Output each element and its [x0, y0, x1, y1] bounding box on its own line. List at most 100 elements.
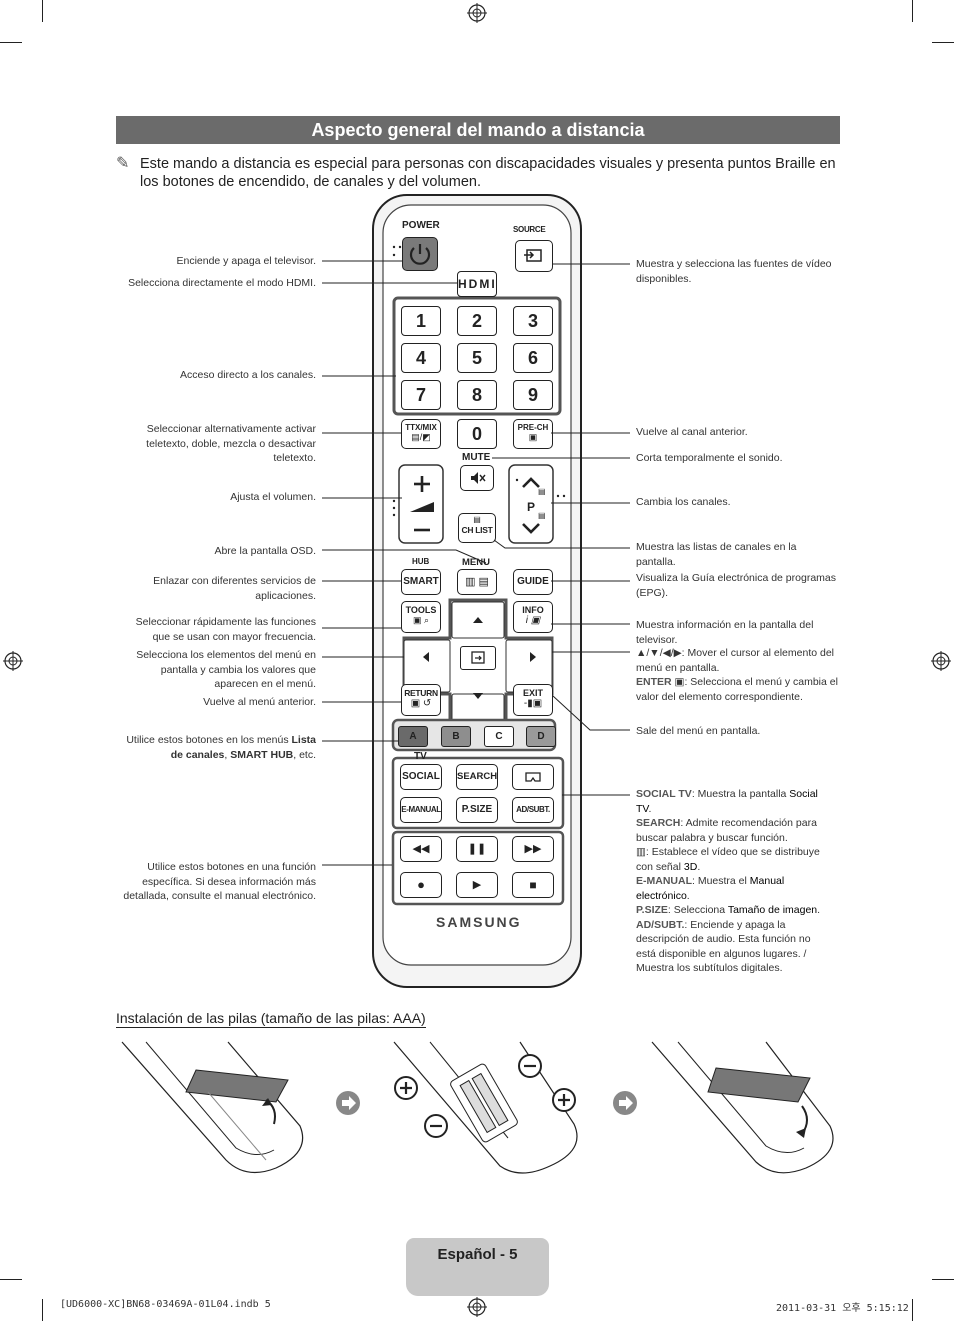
- info-button[interactable]: INFO i ▣: [513, 601, 553, 633]
- digit-button[interactable]: 1: [401, 306, 441, 336]
- crop-mark: [912, 1299, 913, 1321]
- print-slug-file: [UD6000-XC]BN68-03469A-01L04.indb 5: [60, 1299, 271, 1310]
- crop-mark: [932, 42, 954, 43]
- label-volume: Ajusta el volumen.: [230, 491, 316, 503]
- 3d-button[interactable]: [512, 764, 554, 790]
- return-label: RETURN: [404, 688, 438, 698]
- play-icon: ▶: [472, 879, 482, 891]
- registration-mark-icon: [467, 3, 487, 23]
- color-button-c[interactable]: C: [484, 726, 514, 747]
- crop-mark: [932, 1279, 954, 1280]
- pre-ch-button[interactable]: PRE-CH ▣: [513, 419, 553, 449]
- menu-button[interactable]: ▥ ▤: [457, 569, 497, 595]
- page-icon: ▤: [538, 511, 546, 520]
- volume-up-button[interactable]: [402, 468, 442, 500]
- smart-hub-button[interactable]: SMART: [401, 569, 441, 595]
- crop-mark: [912, 0, 913, 22]
- digit-button[interactable]: 7: [401, 380, 441, 410]
- play-button[interactable]: ▶: [456, 872, 498, 898]
- channel-up-button[interactable]: [511, 468, 551, 496]
- color-button-a[interactable]: A: [398, 726, 428, 747]
- digit-button[interactable]: 3: [513, 306, 553, 336]
- print-slug-date: 2011-03-31 오후 5:15:12: [776, 1303, 909, 1314]
- arrow-down-button[interactable]: [452, 678, 504, 712]
- menu-icon: ▥ ▤: [465, 576, 489, 588]
- channel-down-button[interactable]: [511, 515, 551, 543]
- pause-icon: ❚❚: [467, 843, 487, 855]
- return-button[interactable]: RETURN ▣ ↺: [401, 684, 441, 716]
- pause-button[interactable]: ❚❚: [456, 836, 498, 862]
- ad-subt-button[interactable]: AD/SUBT.: [512, 797, 554, 823]
- arrow-right-button[interactable]: [506, 642, 552, 672]
- triangle-down-icon: [473, 693, 483, 699]
- page-number: Español - 5: [437, 1246, 518, 1263]
- volume-level-icon: [402, 500, 442, 514]
- color-button-b[interactable]: B: [441, 726, 471, 747]
- enter-icon: ▣: [674, 676, 685, 688]
- menu-label: MENU: [462, 557, 490, 568]
- rewind-button[interactable]: ◀◀: [400, 836, 442, 862]
- section-title: Aspecto general del mando a distancia: [116, 116, 840, 144]
- record-button[interactable]: ●: [400, 872, 442, 898]
- channel-p-label: P: [527, 500, 536, 514]
- ch-list-button[interactable]: ▤ CH LIST: [458, 513, 496, 543]
- label-prech: Vuelve al canal anterior.: [636, 426, 748, 438]
- triangle-right-icon: [530, 652, 536, 662]
- triangle-left-icon: [423, 652, 429, 662]
- color-button-d[interactable]: D: [526, 726, 556, 747]
- digit-button[interactable]: 4: [401, 343, 441, 373]
- pre-ch-label: PRE-CH: [517, 423, 549, 432]
- power-label: POWER: [402, 220, 440, 231]
- label-source: Muestra y selecciona las fuentes de víde…: [636, 258, 832, 285]
- mute-button[interactable]: [460, 465, 494, 491]
- pre-ch-icon: ▣: [528, 432, 538, 442]
- label-return: Vuelve al menú anterior.: [203, 696, 316, 708]
- source-button[interactable]: [515, 240, 553, 272]
- digit-button[interactable]: 9: [513, 380, 553, 410]
- digit-button[interactable]: 5: [457, 343, 497, 373]
- tools-button[interactable]: TOOLS ▣ ⌕: [401, 601, 441, 633]
- exit-icon: -▮▣: [523, 698, 543, 709]
- fast-forward-button[interactable]: ▶▶: [512, 836, 554, 862]
- ch-list-label: CH LIST: [461, 525, 493, 535]
- digit-button[interactable]: 0: [457, 419, 497, 449]
- info-icon: i ▣: [525, 615, 541, 626]
- source-label: SOURCE: [513, 225, 546, 234]
- minus-icon: [414, 528, 430, 532]
- ttx-mix-button[interactable]: TTX/MIX ▤/◩: [401, 419, 441, 449]
- p-size-button[interactable]: P.SIZE: [456, 797, 498, 823]
- hub-label: HUB: [412, 557, 430, 566]
- mute-label: MUTE: [462, 452, 491, 463]
- enter-button[interactable]: [460, 646, 496, 670]
- stop-button[interactable]: ■: [512, 872, 554, 898]
- crop-mark: [0, 42, 22, 43]
- search-button[interactable]: SEARCH: [456, 764, 498, 790]
- digit-button[interactable]: 8: [457, 380, 497, 410]
- teletext-icon: ▤/◩: [411, 432, 431, 442]
- enter-icon: [471, 651, 485, 664]
- info-label: INFO: [522, 605, 544, 615]
- label-hdmi: Selecciona directamente el modo HDMI.: [128, 277, 316, 289]
- page-number-tab: Español - 5: [406, 1238, 549, 1296]
- record-icon: ●: [417, 877, 425, 892]
- registration-mark-icon: [467, 1297, 487, 1317]
- stop-icon: ■: [529, 878, 537, 892]
- volume-down-button[interactable]: [402, 516, 442, 544]
- e-manual-button[interactable]: E-MANUAL: [400, 797, 442, 823]
- arrow-left-button[interactable]: [404, 642, 450, 672]
- digit-button[interactable]: 2: [457, 306, 497, 336]
- label-playback: Utilice estos botones en una función esp…: [123, 861, 316, 902]
- battery-step-3-illustration: [651, 1041, 834, 1174]
- hdmi-button[interactable]: HDMI: [457, 271, 497, 297]
- exit-button[interactable]: EXIT -▮▣: [513, 684, 553, 716]
- battery-section-title: Instalación de las pilas (tamaño de las …: [116, 1010, 426, 1028]
- label-enter: ENTER ▣: Selecciona el menú y cambia el …: [636, 676, 838, 703]
- social-tv-button[interactable]: SOCIAL: [400, 764, 442, 790]
- power-button[interactable]: [402, 237, 438, 271]
- chevron-up-icon: [522, 477, 540, 488]
- arrow-right-circle-icon: [336, 1091, 360, 1115]
- digit-button[interactable]: 6: [513, 343, 553, 373]
- arrow-up-button[interactable]: [452, 604, 504, 638]
- arrow-right-circle-icon: [613, 1091, 637, 1115]
- guide-button[interactable]: GUIDE: [513, 569, 553, 595]
